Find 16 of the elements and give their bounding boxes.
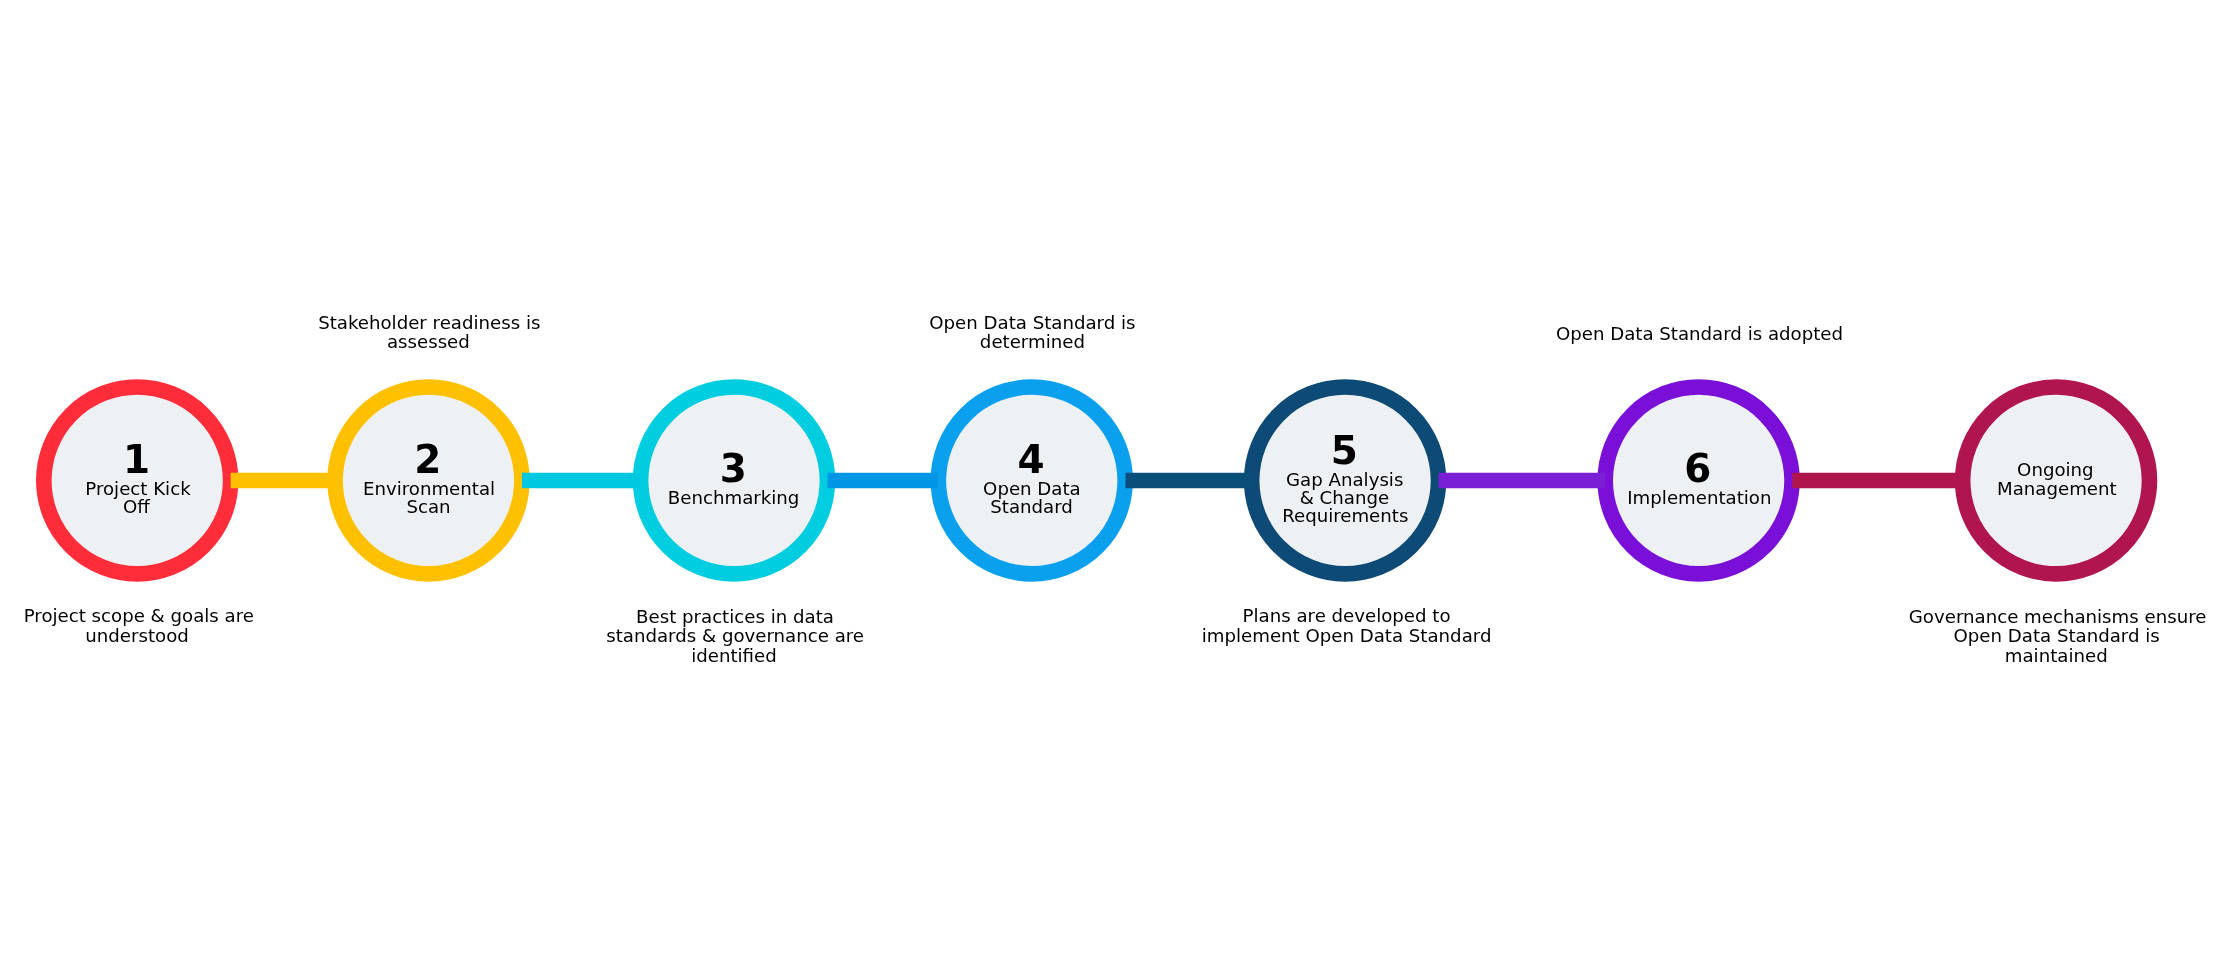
node-circle: 6 Implementation xyxy=(1597,378,1800,582)
node-label: Project scope & goals are understood xyxy=(23,604,254,646)
node-circle: 2 Environmental Scan xyxy=(327,378,530,582)
node-label: Governance mechanisms ensure Open Data Standard is maintained xyxy=(1908,605,2207,666)
node-label: Best practices in data standards & governance are identified xyxy=(606,605,865,666)
node-label: Stakeholder readiness is assessed xyxy=(318,311,541,352)
node-circle: 4 Open Data Standard xyxy=(930,378,1133,582)
node-circle: 3 Benchmarking xyxy=(632,378,836,582)
connector xyxy=(827,472,938,488)
node-label: Open Data Standard is adopted xyxy=(1555,322,1844,344)
node-circle: Ongoing Management xyxy=(1954,378,2158,582)
node-circle: 1 Project Kick Off xyxy=(36,378,239,582)
node-circle: 5 Gap Analysis & Change Requirements xyxy=(1243,378,1447,582)
node-label: Open Data Standard is determined xyxy=(929,311,1136,352)
node-label: Plans are developed to implement Open Data Standard xyxy=(1201,604,1492,646)
connector xyxy=(1438,472,1606,488)
